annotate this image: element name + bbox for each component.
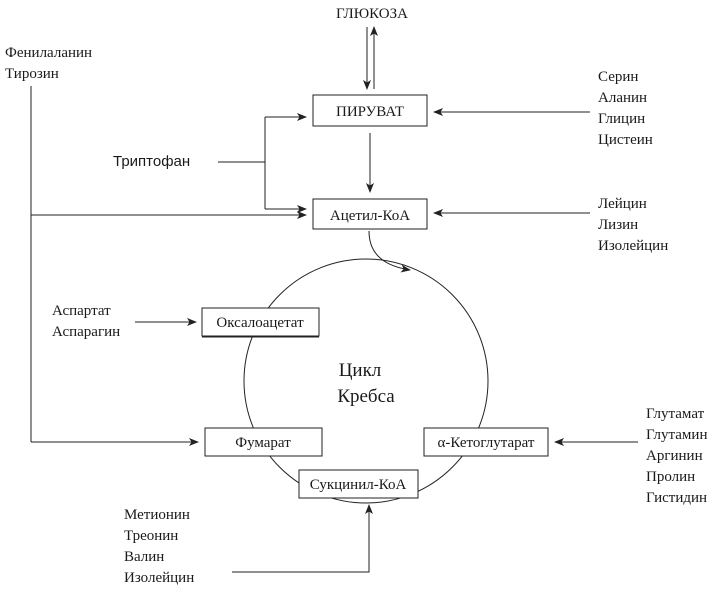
acetyl-to-cycle-arrow [368,230,411,273]
lys-label: Лизин [598,217,638,233]
pyruvate-label: ПИРУВАТ [336,104,404,120]
gly-label: Глицин [598,111,645,127]
glucose-label: ГЛЮКОЗА [336,6,408,22]
succinyl-coa-label: Сукцинил-КоА [310,477,407,493]
ser-label: Серин [598,69,638,85]
gln-label: Глутамин [646,427,707,443]
krebs-cycle-circle [243,258,489,504]
pyruvate-box [312,94,428,127]
alpha-kg-label: α-Кетоглутарат [438,435,535,451]
acetyl-coa-box [312,198,428,230]
his-label: Гистидин [646,490,707,506]
oxaloacetate-label: Оксалоацетат [216,315,304,331]
asn-label: Аспарагин [52,324,120,340]
fumarate-box [204,427,323,457]
cycle-label-line1: Цикл [339,360,382,381]
leu-label: Лейцин [598,196,647,212]
val-label: Валин [124,549,164,565]
phe-label: Фенилаланин [5,45,92,61]
ile2-label: Изолейцин [124,570,194,586]
pro-label: Пролин [646,469,695,485]
cycle-label-line2: Кребса [337,386,395,407]
tryptophan-connector [218,117,266,163]
oxaloacetate-box [201,307,320,337]
thr-label: Треонин [124,528,178,544]
fumarate-label: Фумарат [235,435,291,451]
tyr-label: Тирозин [5,66,59,82]
tryptophan-label: Триптофан [113,153,190,170]
arg-label: Аргинин [646,448,703,464]
alpha-kg-box [423,427,549,457]
acetyl-coa-label: Ацетил-КоА [330,208,410,224]
asp-label: Аспартат [52,303,111,319]
succinyl-coa-box [298,469,419,499]
glu-label: Глутамат [646,406,705,422]
ala-label: Аланин [598,90,647,106]
ile-label: Изолейцин [598,238,668,254]
met-label: Метионин [124,507,190,523]
met-group-connector [232,544,370,573]
cys-label: Цистеин [598,132,653,148]
